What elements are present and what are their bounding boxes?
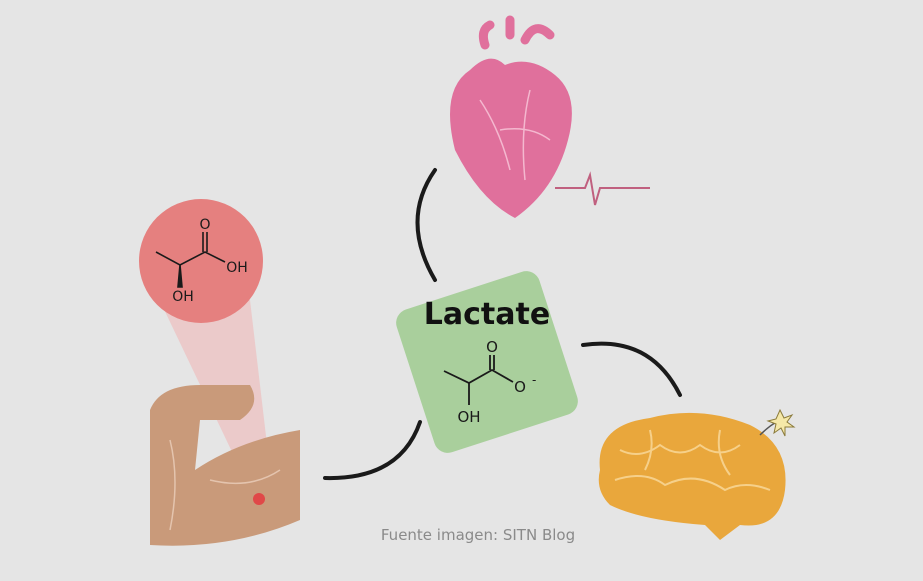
lactate-structure bbox=[443, 355, 514, 405]
lactate-carboxylate-o: O bbox=[514, 378, 526, 396]
muscle-spot bbox=[253, 493, 265, 505]
heart-icon bbox=[450, 15, 650, 218]
lactate-carbonyl-o: O bbox=[486, 338, 498, 356]
flexed-arm-icon bbox=[150, 385, 300, 546]
acid-hydroxyl: OH bbox=[172, 289, 194, 305]
arc-heart-lactate bbox=[415, 168, 437, 282]
lactic-acid-structure bbox=[155, 232, 226, 288]
lactate-hydroxyl: OH bbox=[457, 408, 480, 426]
spark-icon bbox=[766, 408, 796, 437]
lactate-title: Lactate bbox=[424, 297, 550, 332]
lactate-charge: - bbox=[532, 373, 536, 387]
arc-lactate-brain bbox=[581, 341, 682, 397]
image-credit: Fuente imagen: SITN Blog bbox=[381, 526, 575, 544]
brain-icon bbox=[598, 408, 796, 540]
arc-arm-lactate bbox=[323, 420, 422, 481]
acid-carbonyl-o: O bbox=[199, 217, 210, 233]
lactic-acid-circle bbox=[139, 199, 263, 323]
lactate-box bbox=[396, 271, 578, 453]
acid-oh: OH bbox=[226, 260, 248, 276]
